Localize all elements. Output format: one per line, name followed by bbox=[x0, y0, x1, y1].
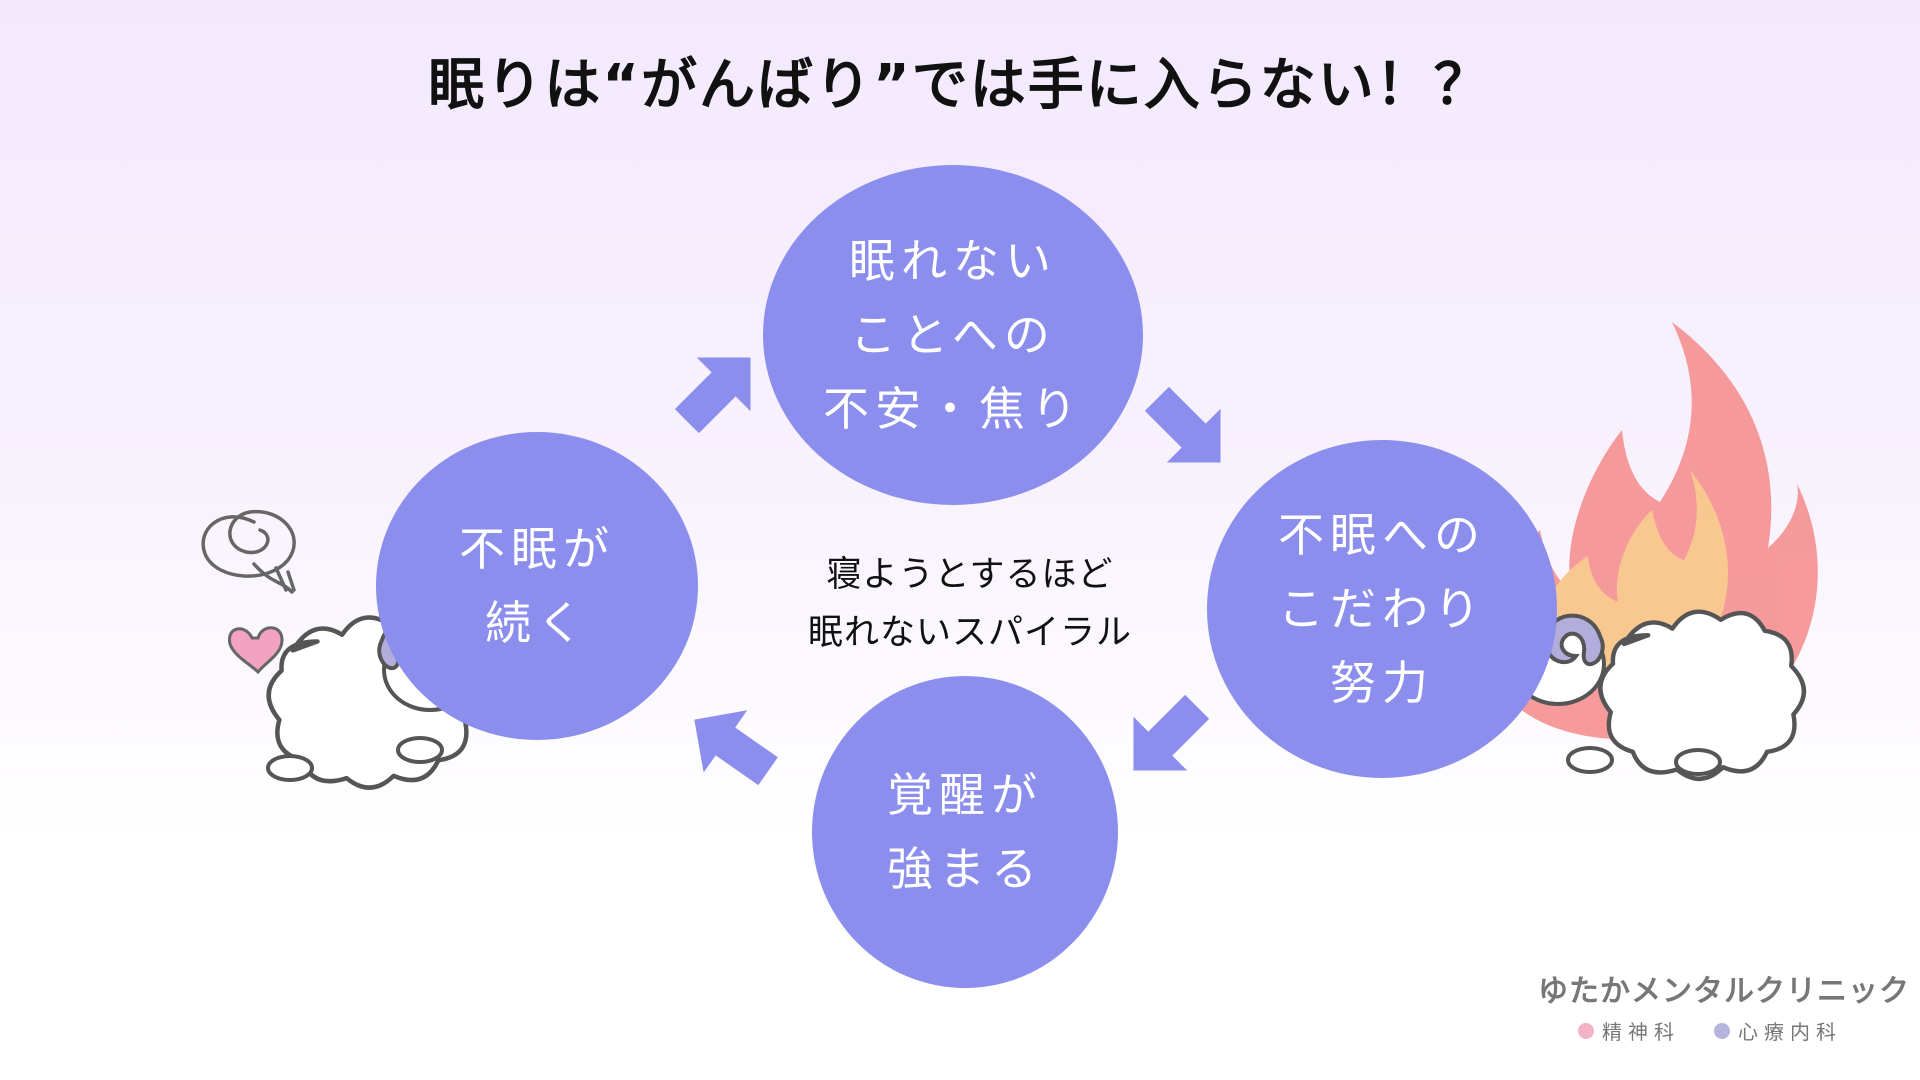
center-caption: 寝ようとするほど 眠れないスパイラル bbox=[760, 546, 1180, 662]
node-text-line: 眠れない bbox=[849, 234, 1057, 288]
clinic-tag-psychiatry: 精神科 bbox=[1578, 1016, 1680, 1045]
node-text-line: 続く bbox=[485, 596, 589, 650]
node-text-line: 努力 bbox=[1330, 656, 1434, 710]
node-text-line: こだわり bbox=[1278, 582, 1486, 636]
center-caption-line: 眠れないスパイラル bbox=[807, 613, 1132, 653]
cycle-node-effort: 不眠への こだわり 努力 bbox=[1207, 440, 1557, 778]
node-text-line: 不安・焦り bbox=[823, 382, 1083, 436]
clinic-tag-label: 精神科 bbox=[1602, 1020, 1680, 1044]
sheep-fire-icon bbox=[1510, 612, 1804, 779]
tag-dot-icon bbox=[1714, 1022, 1730, 1039]
node-text-line: ことへの bbox=[850, 308, 1056, 362]
clinic-tag-label: 心療内科 bbox=[1738, 1020, 1842, 1044]
cycle-node-insomnia: 不眠が 続く bbox=[376, 432, 698, 740]
tag-dot-icon bbox=[1578, 1022, 1594, 1039]
node-text-line: 不眠が bbox=[459, 522, 615, 576]
clinic-logo-tags: 精神科 心療内科 bbox=[1578, 1016, 1842, 1045]
page-title: 眠りは“がんばり”では手に入らない！？ bbox=[428, 53, 1492, 118]
node-text-line: 強まる bbox=[887, 842, 1043, 896]
cycle-node-arousal: 覚醒が 強まる bbox=[812, 676, 1118, 988]
node-text-line: 不眠への bbox=[1278, 508, 1486, 562]
center-caption-line: 寝ようとするほど bbox=[826, 555, 1114, 595]
node-text-line: 覚醒が bbox=[887, 768, 1043, 822]
cycle-node-anxiety: 眠れない ことへの 不安・焦り bbox=[763, 165, 1143, 505]
arrow-icon bbox=[674, 357, 1221, 786]
clinic-logo-name: ゆたかメンタルクリニック bbox=[1538, 974, 1910, 1009]
clinic-tag-psychosomatic: 心療内科 bbox=[1714, 1016, 1842, 1045]
